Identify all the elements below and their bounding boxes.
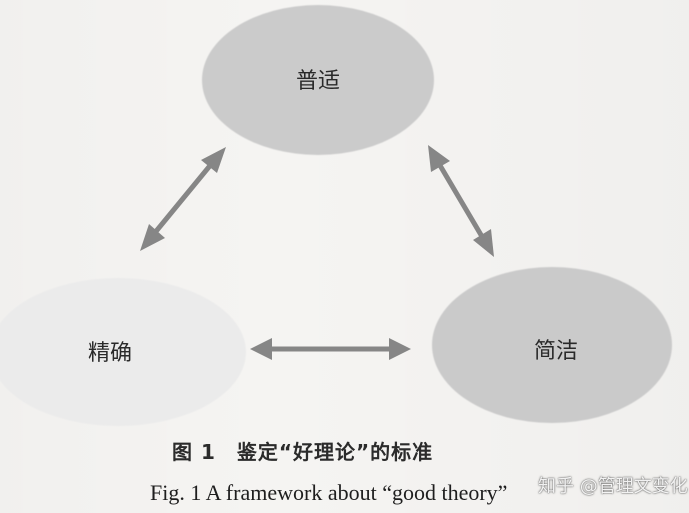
node-concise: 简洁 xyxy=(432,267,672,423)
theory-framework-diagram: 普适 精确 简洁 xyxy=(0,5,672,426)
node-precise: 精确 xyxy=(0,278,246,426)
arrow-universal-precise xyxy=(140,147,226,251)
node-concise-ellipse xyxy=(432,267,672,423)
arrow-universal-concise xyxy=(428,145,494,257)
node-universal-label: 普适 xyxy=(296,69,340,94)
zhihu-watermark: 知乎 @管理文变化 xyxy=(538,476,688,497)
arrow-precise-concise xyxy=(250,338,411,360)
node-universal-ellipse xyxy=(202,5,434,155)
node-precise-ellipse xyxy=(0,278,246,426)
figure-caption-chinese: 图 1 鉴定“好理论”的标准 xyxy=(172,440,434,464)
figure-caption-english: Fig. 1 A framework about “good theory” xyxy=(150,480,508,505)
node-universal: 普适 xyxy=(202,5,434,155)
node-concise-label: 简洁 xyxy=(534,339,578,364)
node-precise-label: 精确 xyxy=(88,341,132,366)
